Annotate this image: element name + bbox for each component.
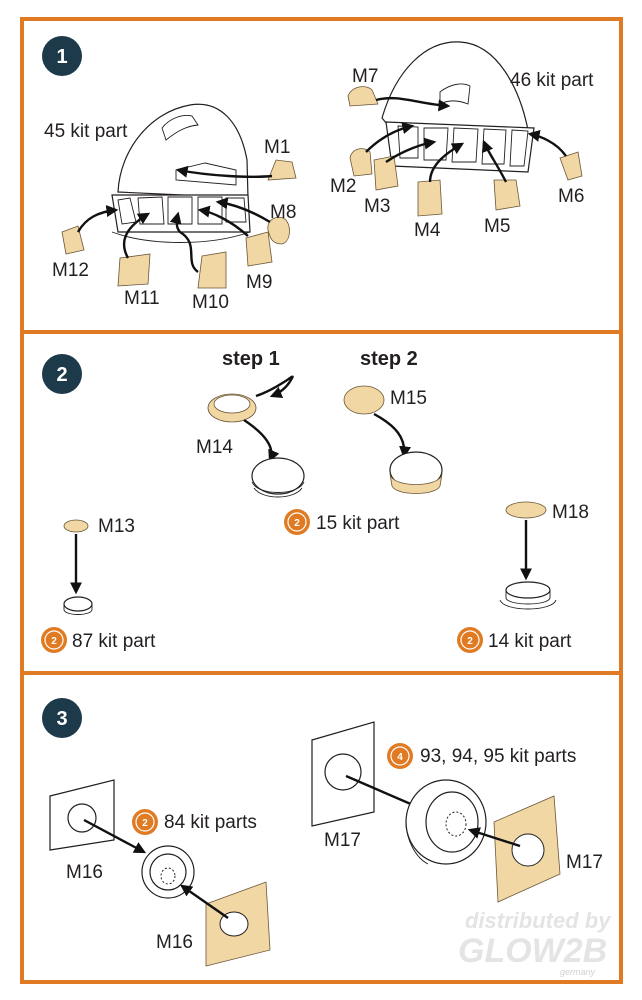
- mask-m6: [559, 151, 583, 181]
- label-m16-a: M16: [66, 862, 103, 883]
- mask-m5: [493, 179, 521, 211]
- mask-m3: [373, 155, 399, 191]
- label-m6: M6: [558, 186, 584, 207]
- svg-text:distributed by: distributed by: [465, 908, 612, 933]
- label-m7: M7: [352, 66, 378, 87]
- label-93-94-95-kit-parts: 93, 94, 95 kit parts: [420, 746, 576, 767]
- svg-text:2: 2: [294, 518, 300, 529]
- label-m15: M15: [390, 388, 427, 409]
- step-2-badge: 2: [42, 354, 82, 394]
- mask-m8: [267, 216, 290, 245]
- svg-text:GLOW2B: GLOW2B: [458, 932, 607, 970]
- label-m1: M1: [264, 137, 290, 158]
- mask-m1: [267, 159, 297, 181]
- masks-step1-right: [347, 86, 583, 217]
- label-m14: M14: [196, 437, 233, 458]
- label-m17-b: M17: [566, 852, 603, 873]
- label-m9: M9: [246, 272, 272, 293]
- mask-m7: [347, 86, 379, 107]
- label-84-kit-parts: 84 kit parts: [164, 812, 257, 833]
- mask-m12: [61, 225, 85, 255]
- step-3-badge: 3: [42, 698, 82, 738]
- arrows-step1-left: [76, 165, 273, 273]
- svg-text:2: 2: [51, 636, 57, 647]
- mask-m18: [505, 501, 547, 519]
- mask-m15: [343, 385, 385, 415]
- m16-assembly: [49, 779, 271, 967]
- m13-mask-and-wheel: [63, 519, 93, 615]
- m15-mask-and-wheel: [343, 385, 443, 494]
- label-m8: M8: [270, 202, 296, 223]
- label-step-2: step 2: [360, 348, 418, 370]
- panel-step-1: [20, 17, 623, 334]
- label-m11: M11: [124, 288, 160, 309]
- kit-84-marker: 2: [132, 809, 158, 835]
- mask-m4: [417, 179, 443, 217]
- label-14-kit-part: 14 kit part: [488, 631, 572, 652]
- label-m18: M18: [552, 502, 589, 523]
- label-m13: M13: [98, 516, 135, 537]
- label-m17-a: M17: [324, 830, 361, 851]
- label-m2: M2: [330, 176, 356, 197]
- svg-text:2: 2: [142, 818, 148, 829]
- m17-assembly: [311, 721, 561, 903]
- svg-text:2: 2: [56, 364, 67, 386]
- svg-text:2: 2: [467, 636, 473, 647]
- mask-m10: [197, 251, 227, 289]
- svg-text:1: 1: [56, 46, 67, 68]
- label-87-kit-part: 87 kit part: [72, 631, 156, 652]
- kit-14-marker: 2: [457, 627, 483, 653]
- mask-m13: [63, 519, 89, 533]
- mask-m2: [349, 148, 373, 177]
- svg-text:4: 4: [397, 752, 403, 763]
- label-15-kit-part: 15 kit part: [316, 513, 400, 534]
- label-45-kit-part: 45 kit part: [44, 121, 128, 142]
- label-m5: M5: [484, 216, 510, 237]
- kit-93-marker: 4: [387, 743, 413, 769]
- step-1-badge: 1: [42, 36, 82, 76]
- mask-m11: [117, 253, 151, 287]
- svg-text:germany: germany: [560, 967, 596, 977]
- masks-step1-left: [61, 159, 297, 289]
- label-m16-b: M16: [156, 932, 193, 953]
- kit-15-marker: 2: [284, 509, 310, 535]
- label-m4: M4: [414, 220, 441, 241]
- svg-text:3: 3: [56, 708, 67, 730]
- label-m3: M3: [364, 196, 390, 217]
- label-m12: M12: [52, 260, 89, 281]
- m14-mask-and-wheel: [207, 375, 305, 498]
- mask-m9: [245, 231, 273, 267]
- m18-mask-and-wheel: [499, 501, 557, 610]
- label-46-kit-part: 46 kit part: [510, 70, 594, 91]
- label-step-1: step 1: [222, 348, 280, 370]
- panel-step-3: [20, 671, 623, 984]
- label-m10: M10: [192, 292, 229, 313]
- arrows-step1-right: [365, 96, 567, 183]
- distributor-watermark: distributed by GLOW2B germany: [458, 908, 612, 977]
- kit-87-marker: 2: [41, 627, 67, 653]
